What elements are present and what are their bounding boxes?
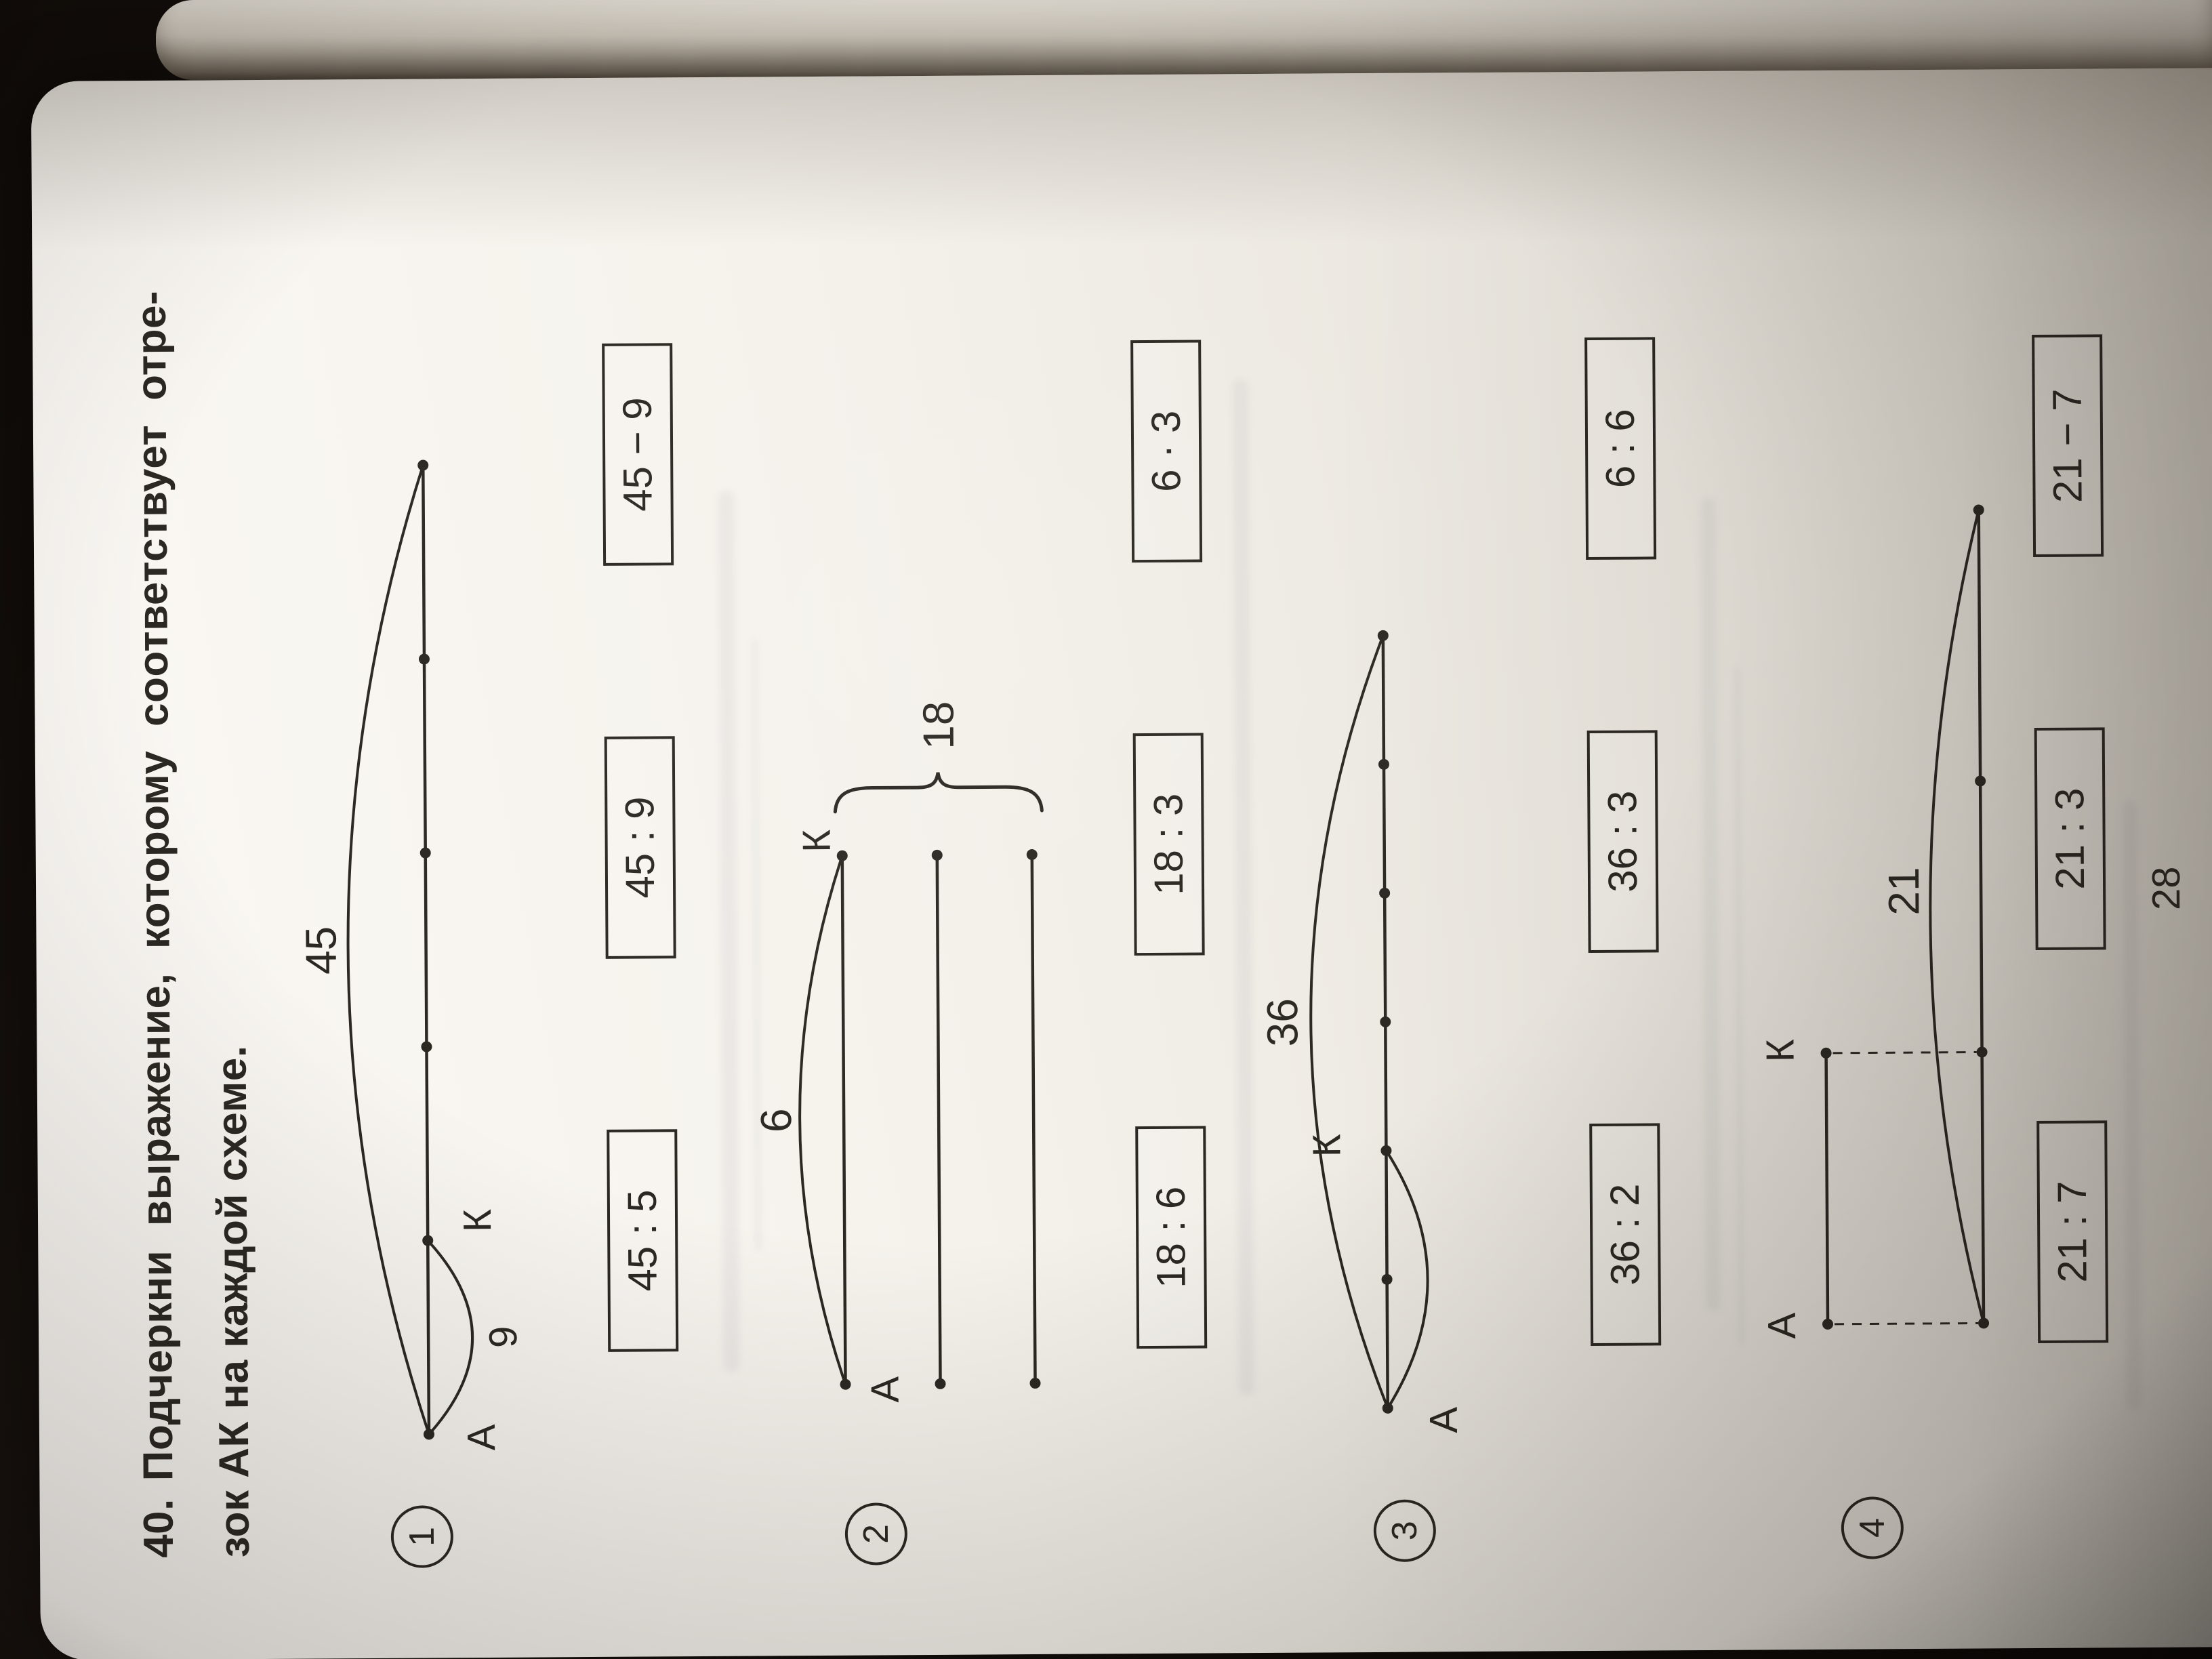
division-dot	[422, 1235, 434, 1246]
option-box: 18 : 6	[1135, 1126, 1208, 1349]
point-k-label: К	[455, 1209, 499, 1232]
division-dot	[935, 1378, 946, 1389]
brace-total-label: 18	[914, 701, 962, 750]
part-length-label: 9	[481, 1326, 525, 1348]
division-dot	[1381, 1273, 1393, 1285]
division-dot	[418, 653, 430, 665]
division-dot	[840, 1378, 851, 1390]
section-3-diagram: 36 А К	[1258, 630, 1466, 1433]
division-dot	[419, 847, 431, 859]
division-dot	[1975, 775, 1986, 787]
division-dot	[1382, 1402, 1393, 1414]
total-arc	[346, 464, 430, 1435]
page-number: 28	[2144, 866, 2189, 911]
exercise-instruction-line1: Подчеркни выражение, которому соответств…	[127, 290, 182, 1481]
division-dot	[836, 850, 848, 861]
segment-line	[421, 465, 431, 1435]
option-box: 21 : 3	[2034, 727, 2106, 950]
option-box: 45 : 9	[604, 736, 676, 959]
segment-line	[1030, 855, 1037, 1384]
point-a-label: А	[1760, 1312, 1804, 1338]
division-dot	[1976, 1046, 1988, 1058]
segment-ak-line	[1824, 1052, 1830, 1324]
division-dot	[1026, 849, 1038, 861]
division-dot	[1029, 1378, 1041, 1389]
total-length-label: 21	[1879, 867, 1928, 916]
option-box: 21 − 7	[2032, 334, 2104, 558]
dashed-connector	[1832, 1051, 1977, 1054]
option-box: 18 : 3	[1132, 733, 1205, 956]
exercise-number: 40.	[135, 1498, 183, 1559]
show-through-mark	[2123, 800, 2142, 1411]
division-dot	[421, 1041, 432, 1052]
division-dot	[1973, 504, 1984, 516]
division-dot	[417, 459, 429, 471]
show-through-mark	[718, 490, 740, 1372]
division-dot	[1377, 630, 1389, 641]
total-length-label: 45	[296, 926, 345, 975]
point-k-label: К	[795, 830, 839, 853]
part-arc	[1385, 1149, 1429, 1409]
segment-arc	[798, 855, 847, 1385]
total-arc	[1309, 635, 1389, 1409]
division-dot	[1822, 1318, 1834, 1330]
segment-length-label: 6	[752, 1108, 800, 1132]
exercise-title: 40. Подчеркни выражение, которому соответ…	[127, 291, 183, 1559]
division-dot	[423, 1429, 434, 1440]
division-dot	[1380, 1016, 1391, 1027]
option-box: 45 − 9	[602, 343, 674, 566]
division-dot	[1820, 1047, 1832, 1059]
option-box: 6 · 3	[1130, 340, 1203, 563]
exercise-instruction-line2: зок АК на каждой схеме.	[208, 1045, 259, 1558]
option-box: 21 : 7	[2036, 1120, 2109, 1343]
facing-page-edge	[156, 0, 2212, 80]
point-a-label: А	[863, 1376, 907, 1403]
total-arc	[1929, 510, 1985, 1324]
grouping-brace-icon	[833, 772, 1044, 814]
segment-line	[935, 855, 942, 1384]
option-box: 45 : 5	[607, 1129, 679, 1352]
part-arc	[426, 1240, 474, 1435]
workbook-page: 40. Подчеркни выражение, которому соответ…	[30, 68, 2212, 1659]
segment-line	[840, 855, 847, 1385]
option-box: 36 : 3	[1586, 730, 1659, 954]
division-dot	[1379, 887, 1391, 899]
division-dot	[931, 849, 943, 861]
total-length-label: 36	[1258, 998, 1307, 1047]
section-4-diagram: А К 21	[1758, 504, 1990, 1339]
option-box: 6 : 6	[1584, 337, 1657, 560]
point-a-label: А	[459, 1424, 504, 1450]
point-k-label: К	[1305, 1134, 1349, 1157]
division-dot	[1978, 1317, 1990, 1329]
option-box: 36 : 2	[1589, 1123, 1662, 1347]
division-dot	[1378, 758, 1389, 770]
point-a-label: А	[1422, 1406, 1466, 1433]
section-2-diagram: 6 А К 18	[752, 701, 1044, 1403]
segment-line	[1977, 510, 1986, 1324]
point-k-label: К	[1758, 1039, 1802, 1062]
section-1-diagram: 45 А 9 К	[296, 459, 525, 1451]
division-dot	[1380, 1145, 1392, 1156]
